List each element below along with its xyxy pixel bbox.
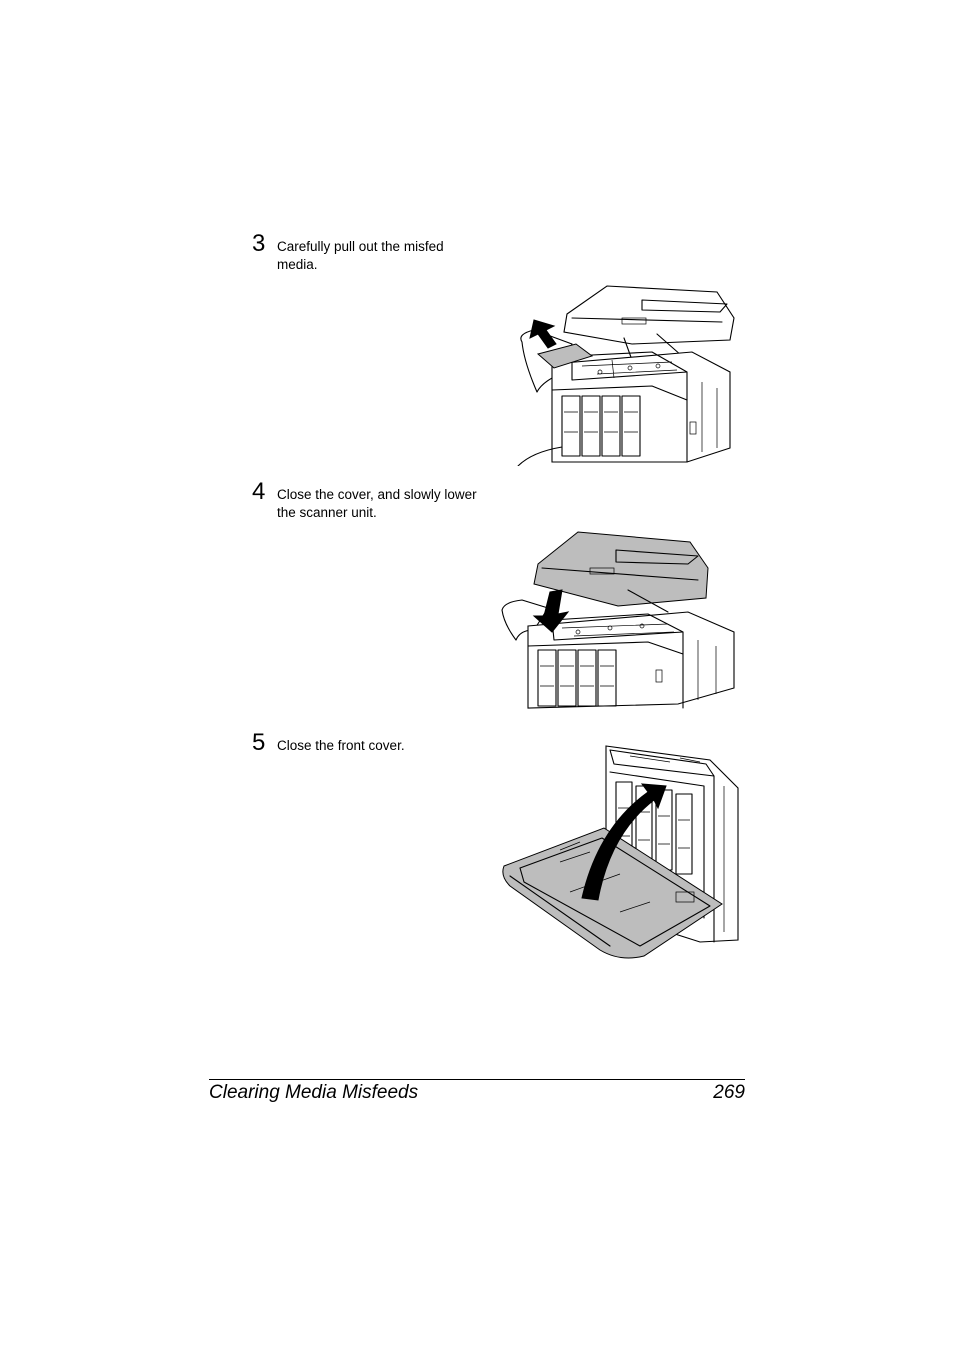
step-number: 5 <box>252 729 266 756</box>
step-instruction: Carefully pull out the misfed media. <box>277 239 444 272</box>
pull-out-media-illustration <box>512 282 742 466</box>
step-number: 4 <box>252 478 266 505</box>
close-front-cover-illustration <box>500 742 742 964</box>
step-instruction: Close the front cover. <box>277 738 405 753</box>
footer-section-title: Clearing Media Misfeeds <box>209 1082 419 1103</box>
step-number: 3 <box>252 230 266 257</box>
lower-scanner-illustration <box>498 528 738 712</box>
page-number: 269 <box>713 1082 745 1103</box>
step-instruction: Close the cover, and slowly lower the sc… <box>277 487 477 520</box>
footer-rule <box>209 1079 745 1080</box>
